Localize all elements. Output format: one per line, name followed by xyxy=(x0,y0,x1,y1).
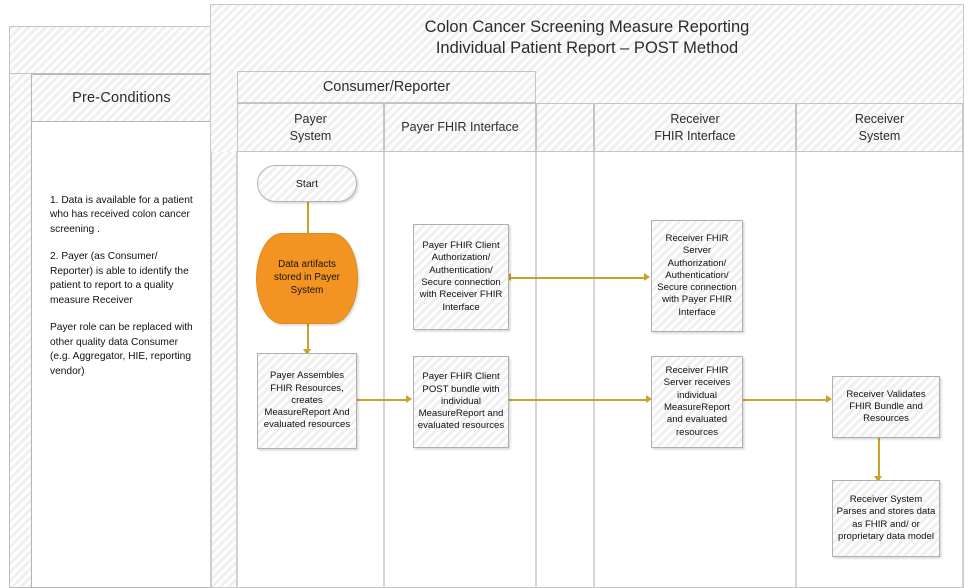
connector-validates-to-parses-arrow xyxy=(874,476,882,482)
node-receiver-parses-stores-label: Receiver System Parses and stores data a… xyxy=(836,493,936,542)
lane-body-spacer xyxy=(536,152,594,587)
node-receiver-server-authorization-label: Receiver FHIR Server Authorization/ Auth… xyxy=(657,233,737,318)
node-receiver-parses-stores[interactable]: Receiver System Parses and stores data a… xyxy=(832,480,940,557)
node-data-artifacts-stored-label: Data artifacts stored in Payer System xyxy=(274,259,340,296)
connector-validates-to-parses-line xyxy=(878,438,880,480)
node-receiver-validates[interactable]: Receiver Validates FHIR Bundle and Resou… xyxy=(832,376,940,438)
lane-gutter-left xyxy=(211,152,237,587)
connector-post-to-receiver-receives-arrow xyxy=(646,395,652,403)
connector-receiver-receives-to-validates-arrow xyxy=(826,395,832,403)
connector-auth-handshake-line xyxy=(511,277,647,279)
node-payer-client-post-bundle[interactable]: Payer FHIR Client POST bundle with indiv… xyxy=(413,356,509,448)
preconditions-body: 1. Data is available for a patient who h… xyxy=(32,122,211,379)
lane-header-payer-fhir-interface-label: Payer FHIR Interface xyxy=(401,120,519,135)
node-payer-client-post-bundle-label: Payer FHIR Client POST bundle with indiv… xyxy=(417,371,505,432)
diagram-title-line-2: Individual Patient Report – POST Method xyxy=(435,39,739,57)
node-data-artifacts-stored[interactable]: Data artifacts stored in Payer System xyxy=(256,233,358,324)
lane-header-spacer xyxy=(536,103,594,152)
phase-header-row: Consumer/Reporter xyxy=(211,71,963,103)
preconditions-top-band xyxy=(9,26,225,74)
node-payer-assembles[interactable]: Payer Assembles FHIR Resources, creates … xyxy=(257,353,357,449)
diagram-title: Colon Cancer Screening Measure Reporting… xyxy=(211,5,963,71)
connector-payer-assembles-to-post-line xyxy=(357,399,409,401)
node-payer-client-authorization-label: Payer FHIR Client Authorization/ Authent… xyxy=(419,240,503,313)
phase-header-label: Consumer/Reporter xyxy=(322,79,451,95)
preconditions-title: Pre-Conditions xyxy=(72,90,171,106)
node-payer-assembles-label: Payer Assembles FHIR Resources, creates … xyxy=(263,370,351,431)
node-start-label: Start xyxy=(295,177,319,190)
diagram-title-line-1: Colon Cancer Screening Measure Reporting xyxy=(424,17,750,36)
precondition-item-3: Payer role can be replaced with other qu… xyxy=(50,322,193,377)
connector-receiver-receives-to-validates-line xyxy=(743,399,829,401)
lane-header-payer-fhir-interface: Payer FHIR Interface xyxy=(384,103,536,152)
node-receiver-server-receives-label: Receiver FHIR Server receives individual… xyxy=(663,365,731,438)
node-start[interactable]: Start xyxy=(257,165,357,202)
node-receiver-server-authorization[interactable]: Receiver FHIR Server Authorization/ Auth… xyxy=(651,220,743,332)
connector-auth-handshake-arrow-right xyxy=(644,273,650,281)
precondition-item-1: 1. Data is available for a patient who h… xyxy=(50,195,193,235)
diagram-frame: Colon Cancer Screening Measure Reporting… xyxy=(210,4,964,588)
preconditions-panel: Pre-Conditions 1. Data is available for … xyxy=(31,74,212,588)
precondition-item-2: 2. Payer (as Consumer/ Reporter) is able… xyxy=(50,251,189,306)
phase-header-consumer-reporter: Consumer/Reporter xyxy=(237,71,536,103)
connector-data-artifacts-to-payer-assembles-arrow xyxy=(303,349,311,355)
preconditions-header: Pre-Conditions xyxy=(32,75,211,122)
connector-data-artifacts-to-payer-assembles-line xyxy=(307,323,309,355)
node-receiver-server-receives[interactable]: Receiver FHIR Server receives individual… xyxy=(651,356,743,448)
connector-payer-assembles-to-post-arrow xyxy=(406,395,412,403)
node-receiver-validates-label: Receiver Validates FHIR Bundle and Resou… xyxy=(846,388,926,425)
connector-post-to-receiver-receives-line xyxy=(509,399,649,401)
connector-start-to-data-artifacts-line xyxy=(307,201,309,235)
node-payer-client-authorization[interactable]: Payer FHIR Client Authorization/ Authent… xyxy=(413,224,509,330)
